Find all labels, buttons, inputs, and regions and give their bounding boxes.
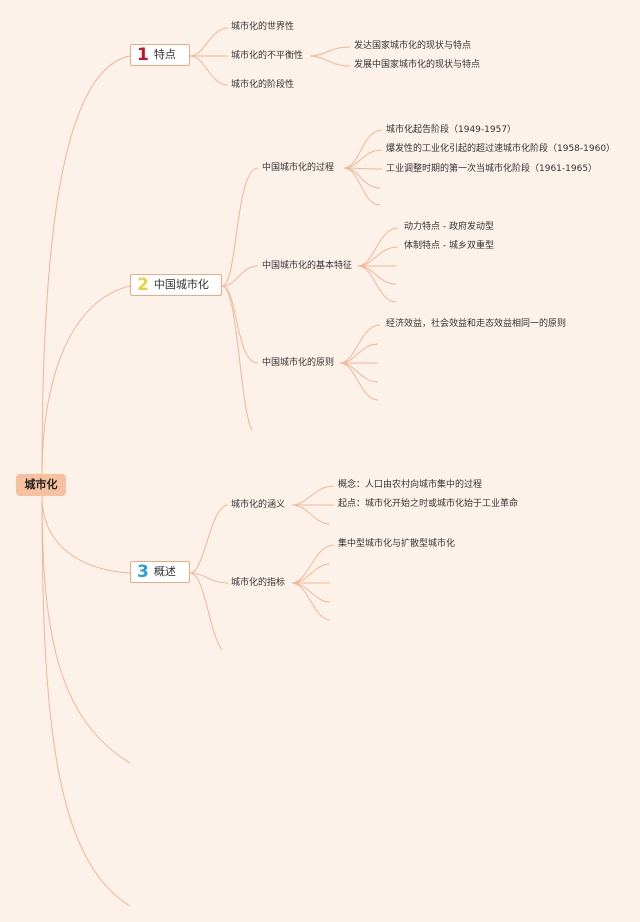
link-c22-e3 <box>357 265 397 303</box>
b2-child-1[interactable]: 中国城市化的过程 <box>262 163 335 173</box>
link-b3-c2 <box>189 572 229 584</box>
link-c32-g1 <box>291 544 335 584</box>
b2-c1-grandchild-1[interactable]: 城市化起告阶段（1949-1957） <box>386 125 517 135</box>
link-c12-g2 <box>309 55 351 67</box>
b1-child-3[interactable]: 城市化的阶段性 <box>231 80 295 90</box>
link-c32-e1 <box>291 563 331 584</box>
link-c21-e1 <box>343 167 381 189</box>
b2-c2-grandchild-2[interactable]: 体制特点 - 城乡双重型 <box>404 241 494 251</box>
branch-3-number: 3 <box>137 562 149 582</box>
branch-2-label: 中国城市化 <box>153 278 209 291</box>
branch-3-node[interactable]: 3 概述 <box>130 561 190 583</box>
b2-child-3[interactable]: 中国城市化的原则 <box>262 358 335 368</box>
link-c22-e2 <box>357 265 397 285</box>
link-b1-c1 <box>189 27 229 57</box>
b2-c1-grandchild-3[interactable]: 工业调整时期的第一次当城市化阶段（1961-1965） <box>386 164 598 174</box>
link-c23-e1 <box>339 343 379 364</box>
b2-child-2[interactable]: 中国城市化的基本特征 <box>262 261 353 271</box>
link-b2-c1 <box>221 167 259 287</box>
link-root-empty-2 <box>41 495 131 907</box>
branch-1-label: 特点 <box>153 48 176 61</box>
link-c22-g2 <box>357 246 399 267</box>
link-c23-e4 <box>339 362 379 401</box>
link-b1-c3 <box>189 55 229 86</box>
link-c23-g1 <box>339 324 381 364</box>
link-b2-c2 <box>221 265 259 287</box>
b2-c1-grandchild-2[interactable]: 爆发性的工业化引起的超过速城市化阶段（1958-1960） <box>386 144 616 154</box>
branch-2-number: 2 <box>137 275 149 295</box>
link-root-b2 <box>41 285 131 475</box>
b3-child-2[interactable]: 城市化的指标 <box>231 578 286 588</box>
link-c23-e3 <box>339 362 379 383</box>
link-b2-c3 <box>221 285 259 364</box>
link-c31-e1 <box>291 504 331 525</box>
b1-child-2[interactable]: 城市化的不平衡性 <box>231 51 304 61</box>
b1-c2-grandchild-1[interactable]: 发达国家城市化的现状与特点 <box>354 41 472 51</box>
branch-2-node[interactable]: 2 中国城市化 <box>130 274 222 296</box>
b1-c2-grandchild-2[interactable]: 发展中国家城市化的现状与特点 <box>354 60 481 70</box>
b1-child-1[interactable]: 城市化的世界性 <box>231 22 295 32</box>
b2-c3-grandchild-1[interactable]: 经济效益，社会效益和走态效益相同一的原则 <box>386 319 567 329</box>
root-node[interactable]: 城市化 <box>16 474 66 496</box>
link-c22-g1 <box>357 227 399 267</box>
link-c32-e3 <box>291 582 331 603</box>
link-c21-g2 <box>343 149 383 169</box>
b3-c1-grandchild-2[interactable]: 起点：城市化开始之时或城市化始于工业革命 <box>338 499 519 509</box>
link-b3-empty <box>189 572 223 651</box>
link-c12-g1 <box>309 46 351 57</box>
b2-c2-grandchild-1[interactable]: 动力特点 - 政府发动型 <box>404 222 494 232</box>
link-root-b3 <box>41 495 131 574</box>
branch-1-number: 1 <box>137 45 149 65</box>
b3-child-1[interactable]: 城市化的涵义 <box>231 500 286 510</box>
link-c21-g1 <box>343 129 383 169</box>
link-b3-c1 <box>189 504 229 574</box>
link-c21-e2 <box>343 167 381 206</box>
branch-1-node[interactable]: 1 特点 <box>130 44 190 66</box>
link-root-empty-1 <box>41 495 131 764</box>
link-b2-empty <box>221 285 253 431</box>
link-root-b1 <box>41 55 131 475</box>
link-c31-g1 <box>291 485 335 506</box>
branch-3-label: 概述 <box>153 565 176 578</box>
link-c32-e4 <box>291 582 331 621</box>
b3-c1-grandchild-1[interactable]: 概念：人口由农村向城市集中的过程 <box>338 480 483 490</box>
b3-c2-grandchild-1[interactable]: 集中型城市化与扩散型城市化 <box>338 539 456 549</box>
